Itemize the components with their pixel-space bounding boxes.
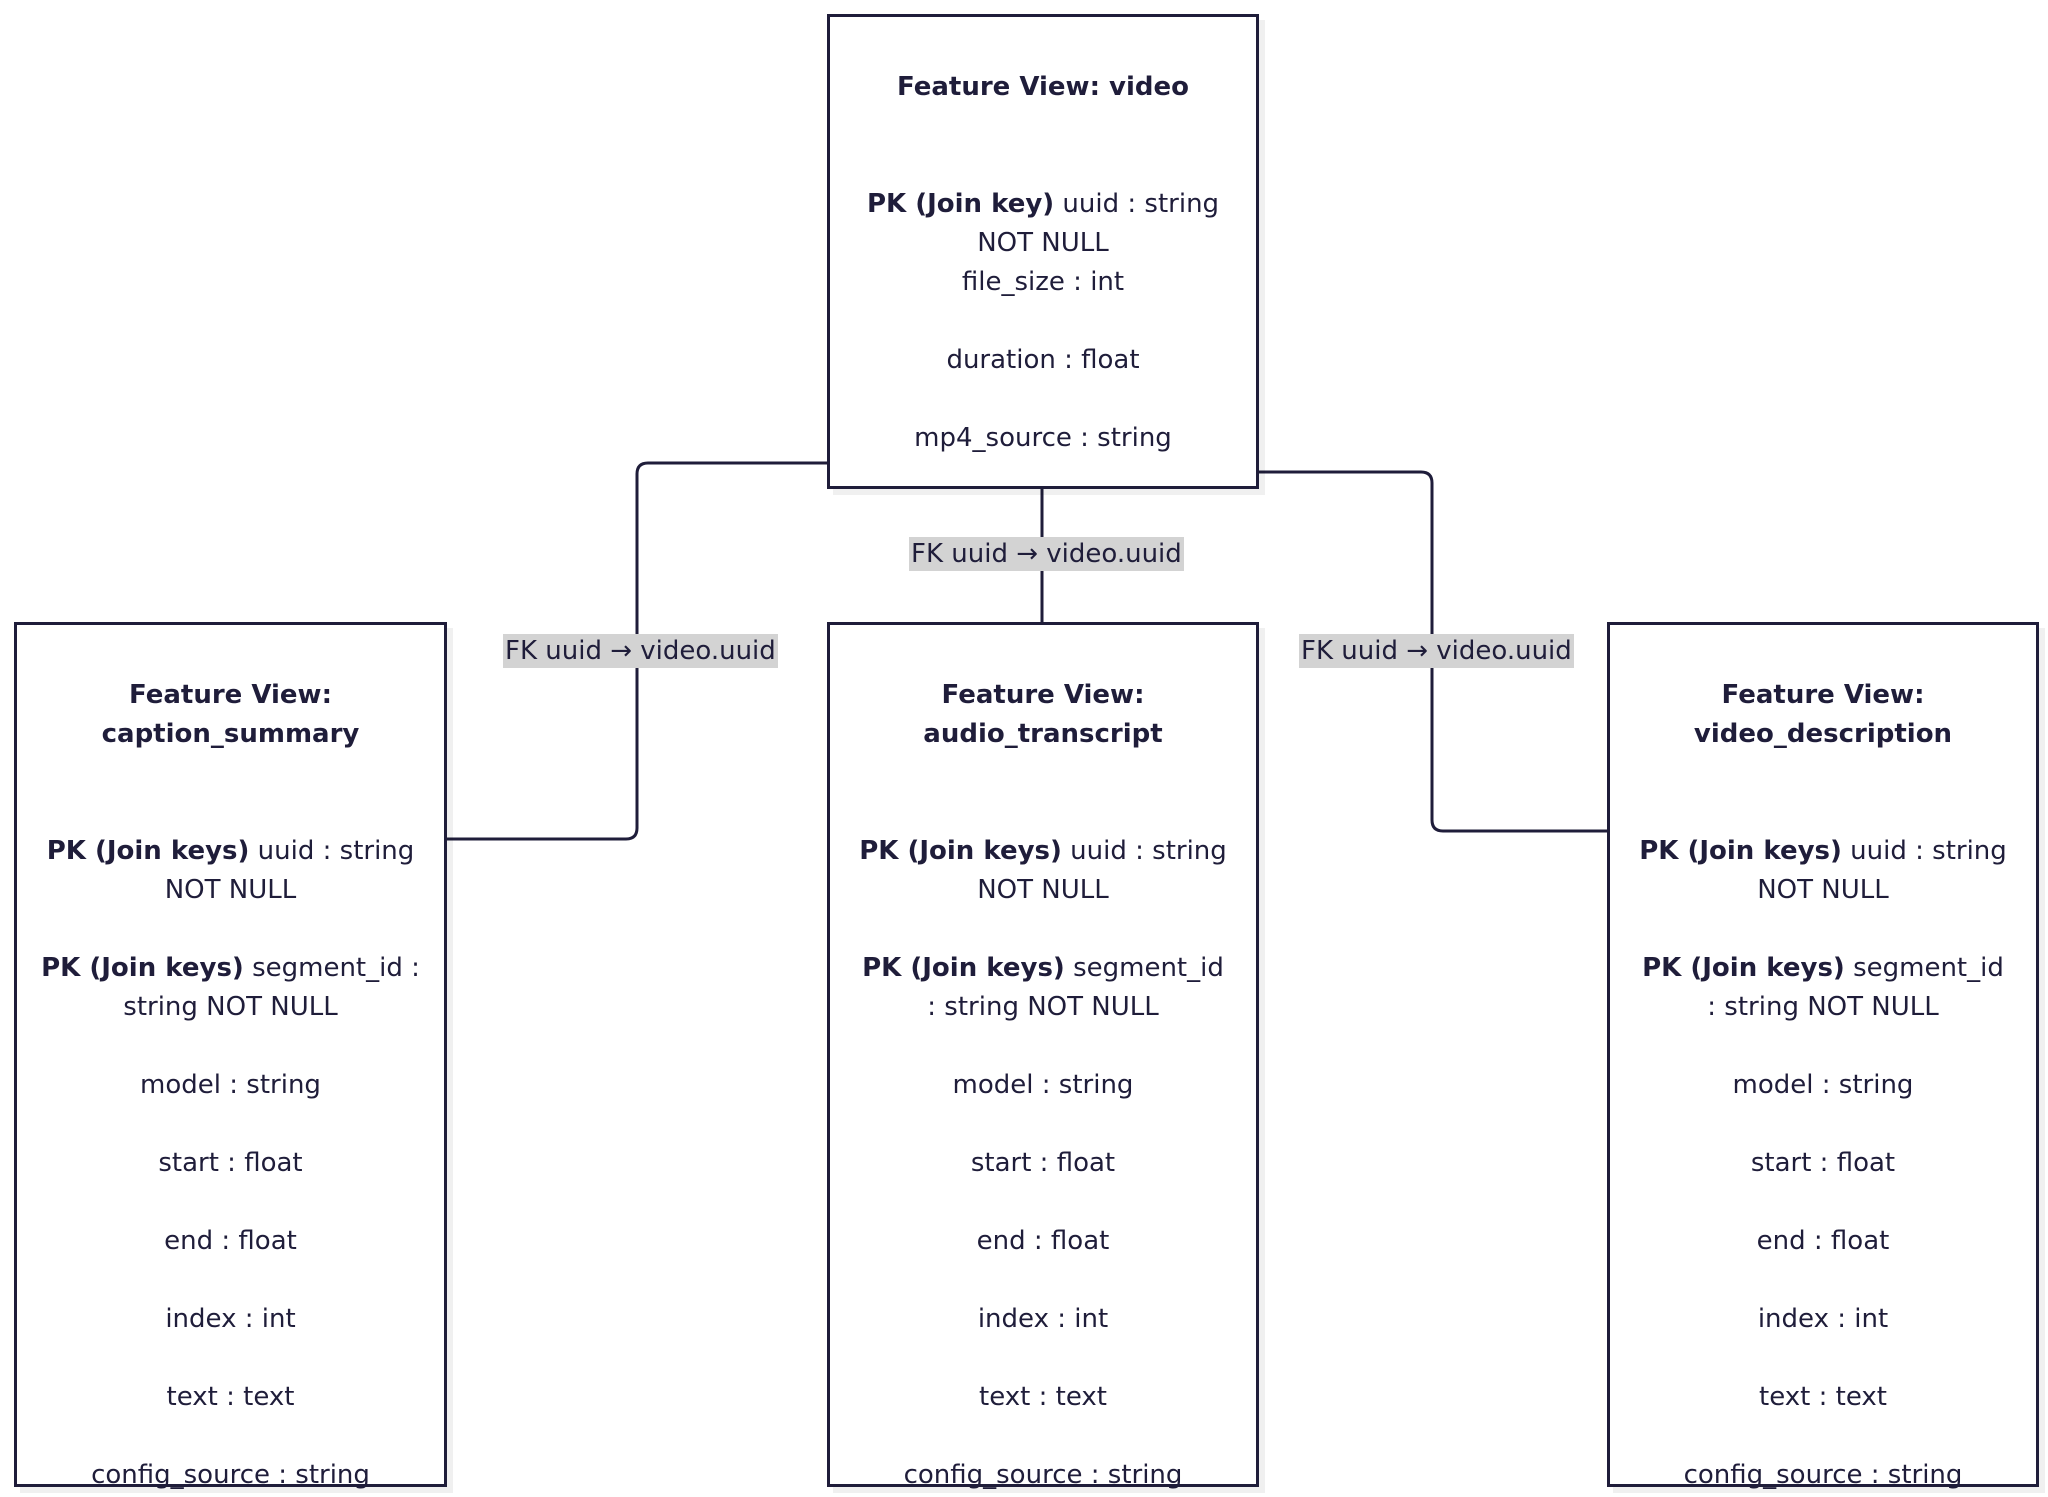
entity-video: Feature View: video PK (Join key) uuid :… (827, 14, 1259, 489)
entity-audio-transcript: Feature View: audio_transcript PK (Join … (827, 622, 1259, 1490)
attr-segment-id: PK (Join keys) segment_id : string NOT N… (41, 953, 420, 1022)
attr-model: model : string (952, 1070, 1134, 1100)
attr-text: text : text (979, 1382, 1107, 1412)
attr-model: model : string (140, 1070, 321, 1100)
attr-start: start : float (158, 1148, 303, 1178)
attr-uuid: PK (Join key) uuid : string NOT NULL (866, 189, 1220, 258)
entity-title: Feature View: caption_summary (101, 680, 360, 749)
attr-segment-id: PK (Join keys) segment_id : string NOT N… (862, 953, 1224, 1022)
attr-config-source: config_source : string (91, 1460, 370, 1490)
attr-text: text : text (166, 1382, 295, 1412)
attr-config-source: config_source : string (1683, 1460, 1963, 1490)
attr-uuid: PK (Join keys) uuid : string NOT NULL (859, 836, 1227, 905)
fk-label-audio-transcript: FK uuid → video.uuid (909, 537, 1184, 571)
entity-title: Feature View: audio_transcript (923, 680, 1163, 749)
attr-index: index : int (1757, 1304, 1889, 1334)
attr-duration: duration : float (946, 345, 1140, 375)
attr-text: text : text (1759, 1382, 1887, 1412)
entity-title: Feature View: video_description (1693, 680, 1953, 749)
entity-video-description: Feature View: video_description PK (Join… (1607, 622, 2039, 1490)
attr-index: index : int (977, 1304, 1109, 1334)
fk-label-caption-summary: FK uuid → video.uuid (503, 634, 778, 668)
attr-file-size: file_size : int (961, 267, 1125, 297)
fk-label-video-description: FK uuid → video.uuid (1299, 634, 1574, 668)
attr-start: start : float (970, 1148, 1116, 1178)
attr-start: start : float (1750, 1148, 1896, 1178)
entity-title: Feature View: video (897, 72, 1189, 102)
attr-config-source: config_source : string (903, 1460, 1183, 1490)
attr-end: end : float (1756, 1226, 1890, 1256)
attr-end: end : float (164, 1226, 297, 1256)
attr-mp4-source: mp4_source : string (914, 423, 1172, 453)
attr-uuid: PK (Join keys) uuid : string NOT NULL (46, 836, 415, 905)
entity-caption-summary: Feature View: caption_summary PK (Join k… (14, 622, 447, 1490)
attr-segment-id: PK (Join keys) segment_id : string NOT N… (1642, 953, 2004, 1022)
attr-index: index : int (165, 1304, 296, 1334)
attr-model: model : string (1732, 1070, 1914, 1100)
attr-end: end : float (976, 1226, 1110, 1256)
attr-uuid: PK (Join keys) uuid : string NOT NULL (1639, 836, 2007, 905)
